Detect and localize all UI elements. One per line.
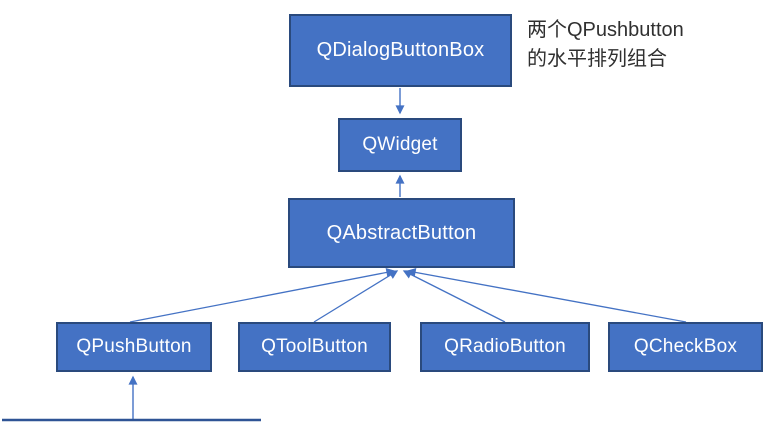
annotation-text: 两个QPushbutton 的水平排列组合 xyxy=(527,16,767,74)
arrow-qradiobutton-to-qabstractbutton xyxy=(402,270,506,323)
node-qcheckbox-label: QCheckBox xyxy=(633,336,738,357)
annotation-line-1: 两个QPushbutton xyxy=(527,19,684,41)
node-qradiobutton: QRadioButton xyxy=(420,322,590,372)
node-qwidget: QWidget xyxy=(338,118,462,172)
arrow-qtoolbutton-to-qabstractbutton xyxy=(313,270,399,323)
node-qtoolbutton-label: QToolButton xyxy=(261,336,368,357)
node-qradiobutton-label: QRadioButton xyxy=(444,336,566,357)
annotation-line-2: 的水平排列组合 xyxy=(527,48,667,70)
node-qabstractbutton: QAbstractButton xyxy=(288,198,515,268)
node-qtoolbutton: QToolButton xyxy=(238,322,391,372)
arrow-qcheckbox-to-qabstractbutton xyxy=(406,267,687,323)
node-qpushbutton-label: QPushButton xyxy=(76,336,192,357)
node-qabstractbutton-label: QAbstractButton xyxy=(326,221,477,244)
arrow-qpushbutton-to-qabstractbutton xyxy=(129,268,396,323)
node-qdialogbuttonbox-label: QDialogButtonBox xyxy=(316,39,485,61)
node-qcheckbox: QCheckBox xyxy=(608,322,763,372)
node-qwidget-label: QWidget xyxy=(362,134,438,155)
node-qdialogbuttonbox: QDialogButtonBox xyxy=(289,14,512,87)
node-qpushbutton: QPushButton xyxy=(56,322,212,372)
